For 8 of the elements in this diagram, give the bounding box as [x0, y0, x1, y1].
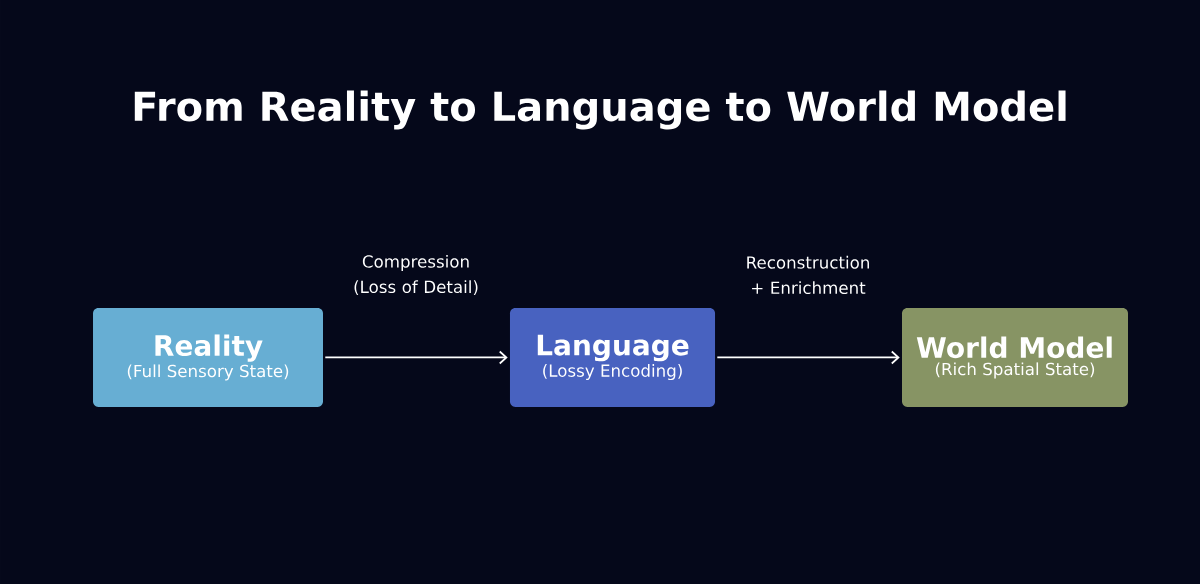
process-box: Reality (Full Sensory State) [93, 308, 323, 407]
edge-label: Reconstruction + Enrichment [747, 255, 869, 295]
title: From Reality to Language to World Model [134, 90, 1066, 130]
arrow [324, 350, 508, 365]
arrow [716, 350, 900, 365]
process-box: World Model (Rich Spatial State) [902, 308, 1128, 407]
edge-label: Compression (Loss of Detail) [354, 254, 478, 296]
process-box: Language (Lossy Encoding) [509, 308, 716, 407]
